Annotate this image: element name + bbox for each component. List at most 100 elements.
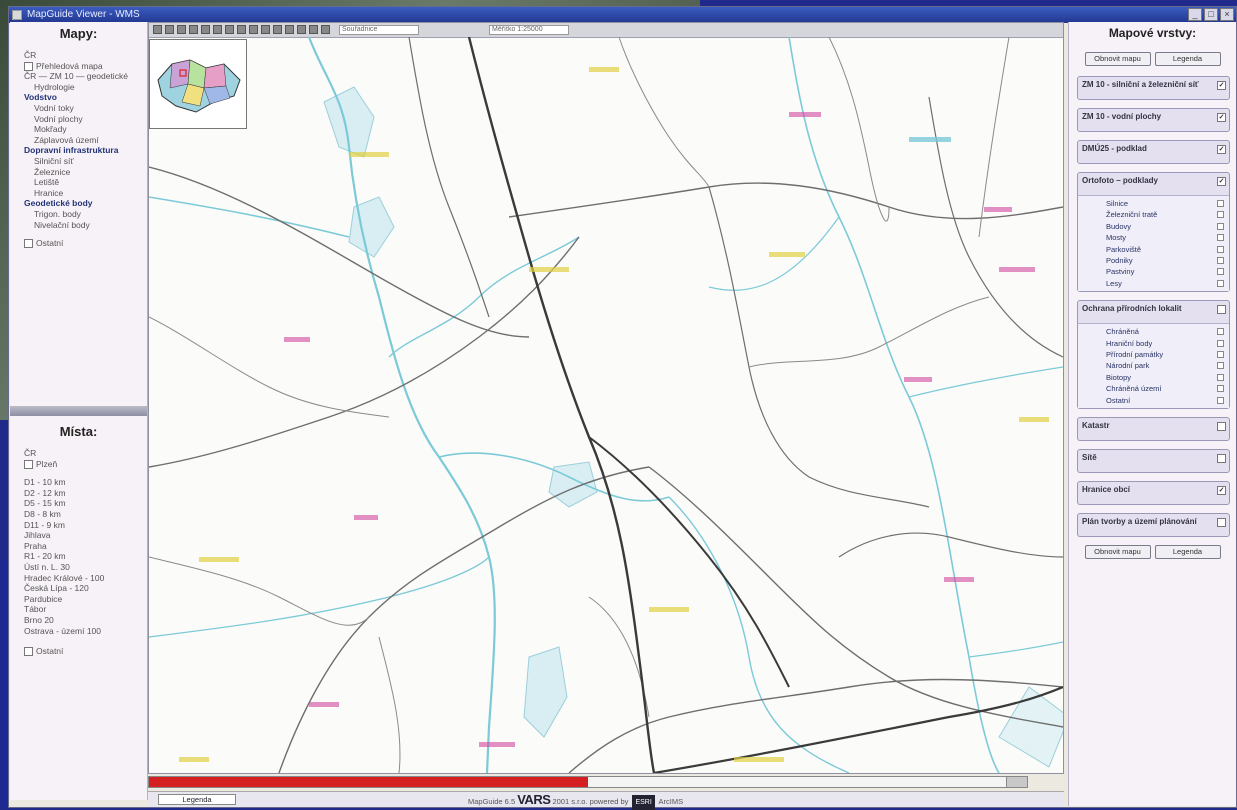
- maps-item[interactable]: Vodstvo: [24, 92, 57, 103]
- layer-item[interactable]: Lesy: [1078, 278, 1229, 289]
- legend-button[interactable]: Legenda: [1154, 52, 1221, 66]
- close-button[interactable]: ×: [1220, 8, 1234, 21]
- measure-icon[interactable]: [201, 25, 210, 34]
- back-icon[interactable]: [261, 25, 270, 34]
- checkbox-icon[interactable]: [24, 647, 33, 657]
- help-icon[interactable]: [285, 25, 294, 34]
- places-item[interactable]: ČR: [24, 448, 37, 458]
- legend-icon[interactable]: [321, 25, 330, 34]
- checkbox-icon[interactable]: [1217, 222, 1224, 230]
- refresh-icon[interactable]: [225, 25, 234, 34]
- maps-item[interactable]: ČR — ZM 10 — geodetické: [24, 71, 128, 82]
- unchecked-icon[interactable]: [1217, 305, 1226, 315]
- checkbox-icon[interactable]: [1217, 234, 1224, 242]
- layer-group-header[interactable]: Ochrana přírodních lokalit: [1078, 301, 1229, 323]
- checkbox-icon[interactable]: [1217, 362, 1224, 370]
- places-item[interactable]: R1 - 20 km: [24, 551, 66, 562]
- maps-item[interactable]: Hranice: [34, 187, 64, 198]
- maps-item[interactable]: Vodní toky: [34, 102, 74, 113]
- layers-icon[interactable]: [309, 25, 318, 34]
- zoom-out-icon[interactable]: [165, 25, 174, 34]
- maps-item[interactable]: Dopravní infrastruktura: [24, 145, 119, 156]
- unchecked-icon[interactable]: [1217, 454, 1226, 464]
- pan-icon[interactable]: [177, 25, 186, 34]
- layer-item[interactable]: Přírodní památky: [1078, 349, 1229, 360]
- home-icon[interactable]: [249, 25, 258, 34]
- maps-item[interactable]: Geodetické body: [24, 198, 93, 209]
- maps-item[interactable]: ČR: [24, 50, 37, 60]
- checkbox-icon[interactable]: [1217, 351, 1224, 359]
- maps-item[interactable]: Nivelační body: [34, 219, 90, 230]
- maximize-button[interactable]: □: [1204, 8, 1218, 21]
- layer-item[interactable]: Mosty: [1078, 232, 1229, 243]
- places-item[interactable]: D8 - 8 km: [24, 508, 61, 519]
- checkbox-icon[interactable]: [24, 61, 33, 71]
- layer-group-header[interactable]: DMÚ25 - podklad✓: [1082, 144, 1226, 154]
- layer-item[interactable]: Biotopy: [1078, 372, 1229, 383]
- unchecked-icon[interactable]: [1217, 422, 1226, 432]
- viewport-marker[interactable]: [179, 69, 187, 77]
- layer-item[interactable]: Budovy: [1078, 221, 1229, 232]
- info-icon[interactable]: [237, 25, 246, 34]
- map-view[interactable]: Souřadnice Měřítko 1:25000: [148, 22, 1064, 774]
- checked-icon[interactable]: ✓: [1217, 145, 1226, 154]
- layer-group-header[interactable]: Plán tvorby a území plánování: [1078, 514, 1229, 536]
- checkbox-icon[interactable]: [1217, 328, 1224, 336]
- overview-map[interactable]: [149, 39, 247, 129]
- layer-item[interactable]: Silnice: [1078, 198, 1229, 209]
- places-item[interactable]: Praha: [24, 540, 47, 551]
- maps-item[interactable]: Hydrologie: [34, 81, 75, 92]
- places-item[interactable]: Pardubice: [24, 593, 63, 604]
- zoom-in-icon[interactable]: [153, 25, 162, 34]
- maps-other[interactable]: Ostatní: [10, 238, 147, 249]
- maps-item[interactable]: Mokřady: [34, 124, 67, 135]
- checkbox-icon[interactable]: [24, 239, 33, 249]
- checked-icon[interactable]: ✓: [1217, 486, 1226, 496]
- layer-item[interactable]: Národní park: [1078, 360, 1229, 371]
- layer-item[interactable]: Ostatní: [1078, 395, 1229, 406]
- places-item[interactable]: Hradec Králové - 100: [24, 572, 105, 583]
- layer-item[interactable]: Podniky: [1078, 255, 1229, 266]
- places-other[interactable]: Ostatní: [10, 646, 147, 657]
- forward-icon[interactable]: [273, 25, 282, 34]
- checkbox-icon[interactable]: [1217, 211, 1224, 219]
- refresh-map-button[interactable]: Obnovit mapu: [1084, 52, 1151, 66]
- maps-item[interactable]: Trigon. body: [34, 208, 81, 219]
- layer-group-header[interactable]: Ortofoto – podklady✓: [1082, 176, 1226, 186]
- layer-item[interactable]: Parkoviště: [1078, 244, 1229, 255]
- legend-button-bottom[interactable]: Legenda: [1154, 545, 1221, 560]
- layer-group-header[interactable]: ZM 10 - silniční a železniční síť✓: [1082, 80, 1226, 90]
- legend-tab[interactable]: Legenda: [158, 794, 236, 805]
- checked-icon[interactable]: ✓: [1217, 113, 1226, 122]
- maps-item[interactable]: Silniční síť: [34, 155, 74, 166]
- maps-item[interactable]: Záplavová území: [34, 134, 99, 145]
- checked-icon[interactable]: ✓: [1217, 81, 1226, 90]
- checked-icon[interactable]: ✓: [1217, 177, 1226, 186]
- places-item[interactable]: Plzeň: [24, 459, 147, 470]
- places-item[interactable]: Brno 20: [24, 614, 54, 625]
- checkbox-icon[interactable]: [1217, 339, 1224, 347]
- maps-item[interactable]: Železnice: [34, 166, 71, 177]
- places-item[interactable]: D5 - 15 km: [24, 498, 66, 509]
- places-item[interactable]: Ostrava - území 100: [24, 625, 102, 636]
- layer-item[interactable]: Železniční tratě: [1078, 209, 1229, 220]
- layer-item[interactable]: Chráněná: [1078, 326, 1229, 337]
- checkbox-icon[interactable]: [1217, 200, 1224, 207]
- places-item[interactable]: D1 - 10 km: [24, 477, 66, 488]
- unchecked-icon[interactable]: [1217, 518, 1226, 528]
- select-icon[interactable]: [189, 25, 198, 34]
- checkbox-icon[interactable]: [1217, 279, 1224, 287]
- scale-field[interactable]: Měřítko 1:25000: [489, 25, 569, 35]
- layer-group-header[interactable]: Sítě: [1078, 450, 1229, 472]
- coordinates-field[interactable]: Souřadnice: [339, 25, 419, 35]
- refresh-map-button-bottom[interactable]: Obnovit mapu: [1084, 545, 1151, 560]
- checkbox-icon[interactable]: [1217, 257, 1224, 265]
- print-icon[interactable]: [213, 25, 222, 34]
- layer-group-header[interactable]: ZM 10 - vodní plochy✓: [1082, 112, 1226, 122]
- checkbox-icon[interactable]: [1217, 385, 1224, 393]
- places-item[interactable]: Ústí n. L. 30: [24, 561, 70, 572]
- checkbox-icon[interactable]: [1217, 396, 1224, 404]
- map-canvas[interactable]: [149, 37, 1063, 773]
- title-bar[interactable]: MapGuide Viewer - WMS _ □ ×: [9, 7, 1236, 23]
- checkbox-icon[interactable]: [1217, 245, 1224, 253]
